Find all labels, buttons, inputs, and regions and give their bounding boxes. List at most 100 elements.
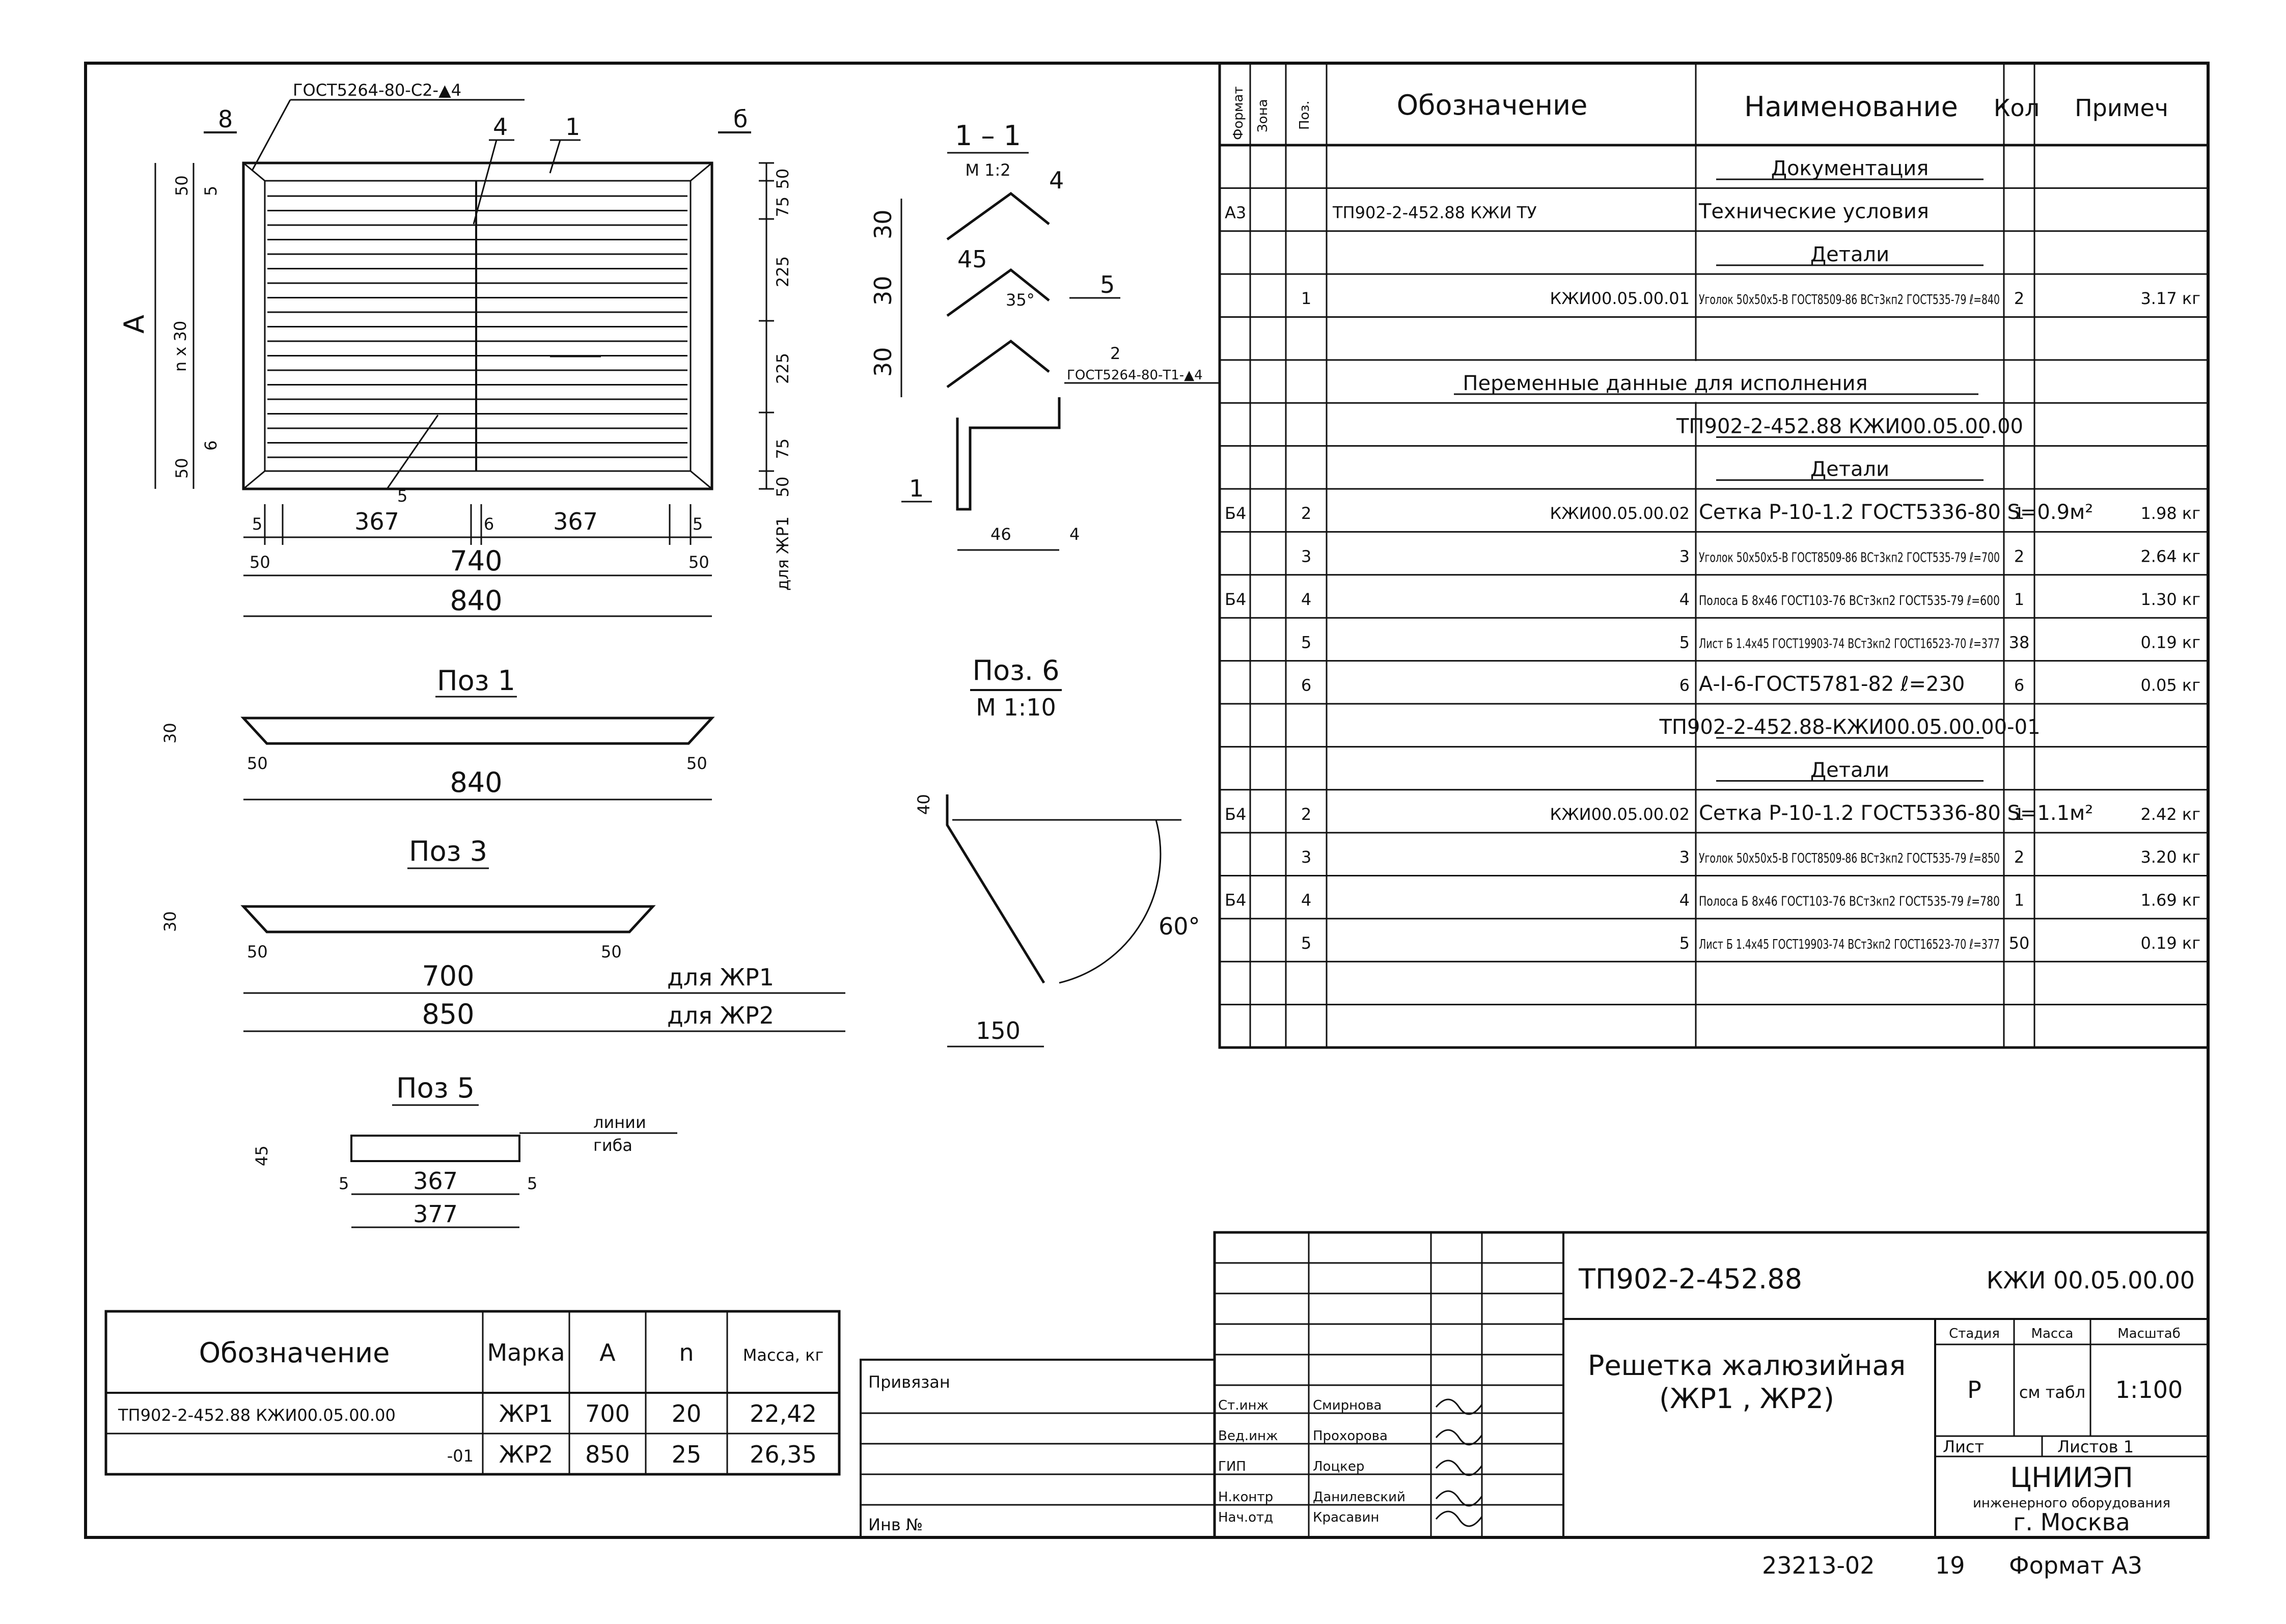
section-mark-right: б <box>733 105 748 133</box>
pos5-bend-1: линии <box>593 1113 646 1132</box>
stamp-mass-label: Масса <box>2031 1326 2074 1341</box>
spec-cell-note: 1.30 кг <box>2140 590 2200 609</box>
pos3-title: Поз 3 <box>409 835 487 867</box>
main-weld-note: ГОСТ5264-80-С2-▲4 <box>293 80 461 100</box>
spec-cell-designation: ТП902-2-452.88 КЖИ ТУ <box>1332 203 1537 222</box>
stamp-person: Данилевский <box>1313 1490 1406 1505</box>
section-1-1-title: 1 – 1 <box>955 120 1021 152</box>
signature <box>1435 1490 1483 1507</box>
spec-cell-name: Лист Б 1.4х45 ГОСТ19903-74 ВСт3кп2 ГОСТ1… <box>1699 636 2000 651</box>
spec-cell-pos: 5 <box>1301 632 1311 652</box>
stamp-city: г. Москва <box>2013 1508 2130 1536</box>
end-dim-right: 50 <box>688 553 709 572</box>
spec-cell-name: Уголок 50х50х5-В ГОСТ8509-86 ВСт3кп2 ГОС… <box>1699 292 2000 308</box>
left-dim-5: 5 <box>201 186 221 196</box>
spec-section-title: Детали <box>1810 243 1889 266</box>
right-dim: 75 <box>773 197 792 217</box>
stamp-role: Нач.отд <box>1218 1510 1273 1525</box>
spec-cell-pos: 3 <box>1301 546 1311 566</box>
spec-cell-format: Б4 <box>1225 504 1246 523</box>
spec-cell-designation: КЖИ00.05.00.02 <box>1550 805 1690 824</box>
spec-section-title: ТП902-2-452.88-КЖИ00.05.00.00-01 <box>1659 715 2040 739</box>
marks-header-mass: Масса, кг <box>743 1345 824 1365</box>
spec-cell-note: 2.64 кг <box>2140 546 2200 566</box>
spec-cell-qty: 1 <box>2014 590 2024 609</box>
leader-1: 1 <box>565 113 580 141</box>
right-dim: 50 <box>773 169 792 189</box>
marks-r2-mark: ЖР2 <box>499 1441 554 1468</box>
main-view: ГОСТ5264-80-С2-▲4 8 б 4 1 А n х 30 50 5 … <box>118 80 792 617</box>
bottom-dim: 5 <box>693 514 703 534</box>
stamp-person: Смирнова <box>1313 1398 1382 1413</box>
spec-cell-designation: КЖИ00.05.00.01 <box>1550 289 1690 308</box>
section-dim-30-2: 30 <box>869 276 897 306</box>
pos5-dim-45: 45 <box>252 1145 271 1166</box>
stamp-project: ТП902-2-452.88 <box>1578 1263 1802 1295</box>
section-dim-45: 45 <box>957 245 987 273</box>
stamp-role: Вед.инж <box>1218 1428 1278 1444</box>
spec-cell-name: Уголок 50х50х5-В ГОСТ8509-86 ВСт3кп2 ГОС… <box>1699 851 2000 866</box>
spec-cell-designation: 6 <box>1679 676 1690 695</box>
pos3-end-left: 50 <box>247 942 268 961</box>
spec-section-title: ТП902-2-452.88 КЖИ00.05.00.00 <box>1676 415 2023 438</box>
spec-cell-qty: 1 <box>2014 891 2024 910</box>
outer-width: 840 <box>450 585 502 617</box>
stamp-doc-code: КЖИ 00.05.00.00 <box>1987 1267 2195 1294</box>
section-dim-30-3: 30 <box>869 347 897 377</box>
spec-cell-name: Сетка Р-10-1.2 ГОСТ5336-80 S=0.9м² <box>1699 501 2093 524</box>
stamp-role: Н.контр <box>1218 1490 1273 1505</box>
leader-4: 4 <box>493 113 508 141</box>
pos6-title: Поз. 6 <box>972 654 1059 686</box>
pos5-bend-2: гиба <box>593 1136 632 1155</box>
specification-table: Формат Зона Поз. Обозначение Наименовани… <box>1218 62 2210 1049</box>
spec-cell-designation: 5 <box>1679 632 1690 652</box>
spec-cell-designation: 3 <box>1679 546 1690 566</box>
section-leader-4: 4 <box>1049 167 1064 194</box>
spec-cell-format: Б4 <box>1225 590 1246 609</box>
stamp-inv: Инв № <box>868 1515 923 1534</box>
pos3-len2: 850 <box>422 998 474 1030</box>
spec-cell-name: Сетка Р-10-1.2 ГОСТ5336-80 S=1.1м² <box>1699 802 2093 825</box>
footer-code: 23213-02 <box>1762 1552 1875 1579</box>
stamp-scale-label: Масштаб <box>2117 1326 2181 1341</box>
pos5-dim-5a: 5 <box>339 1174 349 1193</box>
spec-cell-qty: 2 <box>2014 546 2024 566</box>
spec-cell-qty: 6 <box>2014 676 2024 695</box>
dim-A: А <box>118 315 150 334</box>
pos5-length: 377 <box>413 1200 458 1228</box>
pos1-title: Поз 1 <box>437 665 515 697</box>
right-dim: 75 <box>773 438 792 459</box>
stamp-privyazan: Привязан <box>868 1372 950 1392</box>
leader-5: 5 <box>397 486 407 506</box>
spec-cell-name: Технические условия <box>1698 200 1929 223</box>
spec-cell-pos: 5 <box>1301 933 1311 953</box>
stamp-org-full: инженерного оборудования <box>1973 1496 2170 1511</box>
spec-cell-note: 0.05 кг <box>2140 676 2200 695</box>
marks-r2-designation: -01 <box>447 1446 474 1466</box>
spec-cell-designation: 5 <box>1679 933 1690 953</box>
pos3-view: Поз 3 30 50 50 700 для ЖР1 850 для ЖР2 <box>160 835 845 1032</box>
spec-cell-pos: 3 <box>1301 847 1311 867</box>
bottom-dim: 367 <box>553 508 598 535</box>
stamp-stage-label: Стадия <box>1949 1326 2000 1341</box>
pos1-dim-30: 30 <box>160 723 180 744</box>
spec-cell-name: А-I-6-ГОСТ5781-82 ℓ=230 <box>1699 673 1965 696</box>
stamp-role: ГИП <box>1218 1459 1246 1474</box>
spec-cell-name: Лист Б 1.4х45 ГОСТ19903-74 ВСт3кп2 ГОСТ1… <box>1699 937 2000 952</box>
footer-page: 19 <box>1935 1552 1965 1579</box>
spec-header-pos: Поз. <box>1297 100 1312 130</box>
spec-cell-name: Уголок 50х50х5-В ГОСТ8509-86 ВСт3кп2 ГОС… <box>1699 550 2000 565</box>
spec-cell-qty: 50 <box>2009 933 2030 953</box>
pos6-dim-150: 150 <box>976 1017 1021 1044</box>
right-dim: 50 <box>773 477 792 498</box>
pos6-view: Поз. 6 М 1:10 40 60° 150 <box>914 654 1200 1048</box>
spec-cell-qty: 2 <box>2014 847 2024 867</box>
footer-format: Формат А3 <box>2009 1552 2142 1579</box>
left-dim-50-bottom: 50 <box>172 458 191 479</box>
pos3-len1: 700 <box>422 960 474 992</box>
pos3-end-right: 50 <box>601 942 622 961</box>
spec-cell-designation: КЖИ00.05.00.02 <box>1550 504 1690 523</box>
stamp-org: ЦНИИЭП <box>2010 1462 2133 1494</box>
